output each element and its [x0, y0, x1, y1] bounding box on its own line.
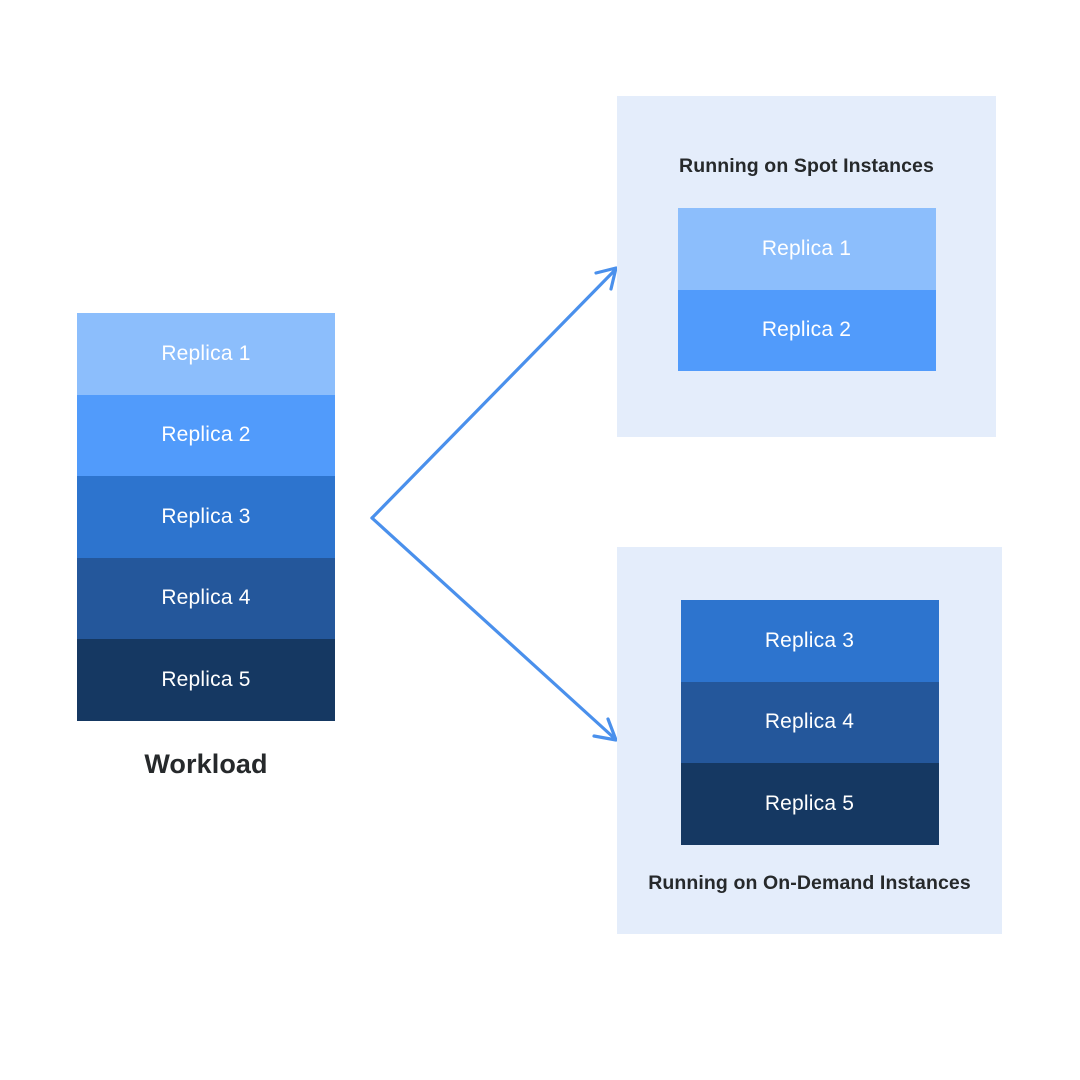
workload-replica-1[interactable]: Replica 1 — [77, 313, 335, 395]
on-demand-replica-4[interactable]: Replica 4 — [680, 681, 939, 763]
replica-label: Replica 5 — [764, 791, 855, 815]
replica-label: Replica 1 — [161, 341, 251, 365]
replica-label: Replica 2 — [161, 423, 251, 447]
replica-label: Replica 3 — [161, 504, 251, 528]
replica-label: Replica 4 — [161, 586, 251, 610]
replica-label: Replica 2 — [761, 318, 852, 342]
on-demand-replica-5[interactable]: Replica 5 — [680, 763, 939, 845]
workload-group: Replica 1 Replica 2 Replica 3 Replica 4 … — [77, 313, 335, 780]
workload-replica-4[interactable]: Replica 4 — [77, 557, 335, 639]
on-demand-replica-3[interactable]: Replica 3 — [680, 600, 939, 682]
replica-label: Replica 1 — [761, 236, 852, 260]
workload-replica-2[interactable]: Replica 2 — [77, 394, 335, 476]
panel-spot-stack: Replica 1 Replica 2 — [677, 208, 936, 371]
panel-on-demand-instances: Replica 3 Replica 4 Replica 5 Running on… — [617, 547, 1002, 934]
replica-label: Replica 5 — [161, 667, 251, 691]
spot-replica-2[interactable]: Replica 2 — [677, 289, 936, 371]
workload-replica-5[interactable]: Replica 5 — [77, 639, 335, 721]
workload-title: Workload — [144, 748, 268, 779]
workload-stack: Replica 1 Replica 2 Replica 3 Replica 4 … — [77, 313, 335, 721]
spot-replica-1[interactable]: Replica 1 — [677, 208, 936, 290]
panel-on-demand-title: Running on On-Demand Instances — [648, 871, 971, 894]
panel-spot-title: Running on Spot Instances — [679, 155, 934, 177]
arrow-to-on-demand-icon — [370, 516, 618, 742]
panel-spot-instances: Running on Spot Instances Replica 1 Repl… — [617, 96, 996, 437]
arrow-to-spot-icon — [370, 266, 618, 520]
replica-label: Replica 4 — [764, 710, 855, 734]
workload-replica-3[interactable]: Replica 3 — [77, 476, 335, 558]
replica-label: Replica 3 — [764, 628, 855, 652]
panel-on-demand-stack: Replica 3 Replica 4 Replica 5 — [680, 600, 939, 845]
